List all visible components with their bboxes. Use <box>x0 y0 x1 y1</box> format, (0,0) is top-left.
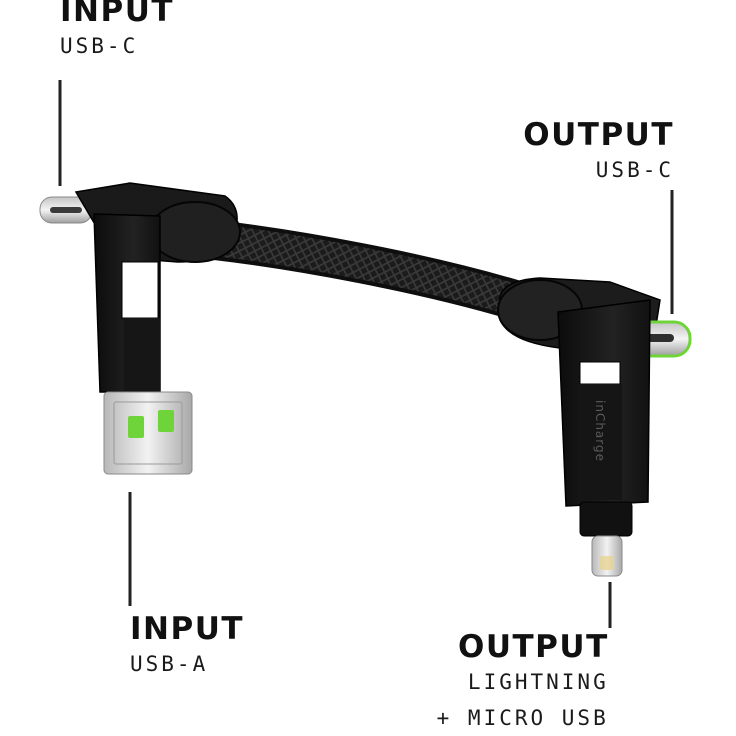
input-usb-a-subtitle: USB-A <box>130 652 209 676</box>
adapter-window-right <box>579 361 621 385</box>
input-usb-c-title: INPUT <box>60 0 175 29</box>
right-connector: inCharge <box>497 277 692 577</box>
output-lightning-label: OUTPUT LIGHTNING + MICRO USB <box>420 630 609 736</box>
adapter-window-left <box>121 261 159 319</box>
input-usb-a-title: INPUT <box>130 611 245 647</box>
output-lightning-subtitle-line2: + MICRO USB <box>436 706 609 730</box>
output-usb-c-subtitle: USB-C <box>595 158 674 182</box>
brand-mark: inCharge <box>593 400 607 462</box>
output-usb-c-label: OUTPUT USB-C <box>523 118 674 188</box>
input-usb-c-label: INPUT USB-C <box>60 0 174 64</box>
leader-lines <box>58 80 674 628</box>
input-usb-a-label: INPUT USB-A <box>130 612 244 682</box>
left-connector <box>39 182 241 475</box>
usb-a-plug <box>103 391 193 475</box>
usb-a-green-contact-2 <box>158 410 174 432</box>
input-usb-c-subtitle: USB-C <box>60 34 139 58</box>
output-lightning-subtitle-line1: LIGHTNING <box>467 670 609 694</box>
output-usb-c-title: OUTPUT <box>523 117 674 153</box>
braided-cable <box>199 224 531 316</box>
micro-usb-stem <box>579 501 633 537</box>
output-lightning-title: OUTPUT <box>458 629 609 665</box>
usb-a-green-contact-1 <box>128 416 144 438</box>
